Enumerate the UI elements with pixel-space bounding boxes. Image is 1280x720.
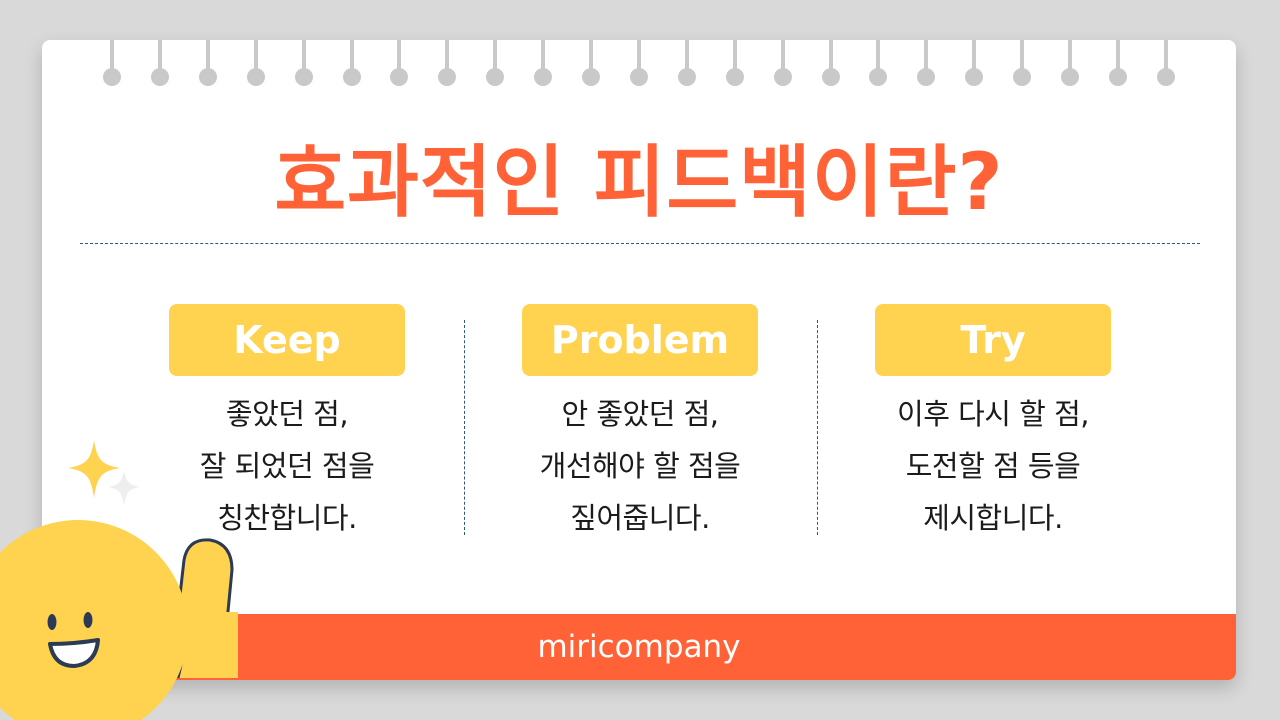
notepad-card: 효과적인 피드백이란? Keep 좋았던 점, 잘 되었던 점을 칭찬합니다. … [42,40,1236,680]
binder-ring [828,40,833,72]
binder-ring [445,40,450,72]
try-badge: Try [875,304,1111,376]
binder-ring [493,40,498,72]
binder-hole [534,68,553,86]
binder-hole [342,68,361,86]
binder-ring [253,40,258,72]
binder-hole [629,68,648,86]
column-try: Try 이후 다시 할 점, 도전할 점 등을 제시합니다. [875,304,1111,544]
binder-ring [684,40,689,72]
binder-hole [1156,68,1175,86]
binder-ring [636,40,641,72]
binder-hole [1013,68,1032,86]
binder-ring [110,40,114,72]
binder-ring [397,40,402,72]
binder-ring [876,40,881,72]
binder-ring [972,40,977,72]
try-description: 이후 다시 할 점, 도전할 점 등을 제시합니다. [897,397,1089,535]
binder-hole [390,68,409,86]
page-title: 효과적인 피드백이란? [274,138,1004,228]
binder-ring [349,40,354,72]
binder-ring [924,40,929,72]
binder-ring [589,40,593,72]
binder-hole [1061,68,1079,86]
column-divider [817,320,818,535]
binder-ring [1020,40,1025,72]
binder-hole [725,68,744,86]
binder-hole [198,68,217,86]
keep-badge: Keep [169,304,405,376]
column-divider [464,320,465,535]
binder-hole [582,68,600,86]
binder-ring [1068,40,1072,72]
title-divider [80,243,1200,244]
column-problem: Problem 안 좋았던 점, 개선해야 할 점을 짚어줍니다. [522,304,758,544]
footer-bar: miricompany [42,614,1236,680]
binder-ring [541,40,546,72]
binder-hole [773,68,792,86]
binder-ring [1163,40,1168,72]
binder-hole [294,68,313,86]
column-keep: Keep 좋았던 점, 잘 되었던 점을 칭찬합니다. [169,304,405,544]
binder-hole [869,68,888,86]
binder-ring [157,40,162,72]
binder-hole [438,68,457,86]
binder-ring [780,40,785,72]
brand-name: miricompany [537,629,741,665]
binder-hole [917,68,936,86]
keep-description: 좋았던 점, 잘 되었던 점을 칭찬합니다. [199,397,375,535]
mascot-character [0,520,238,720]
binder-hole [965,68,984,86]
sparkle-icon [68,440,140,506]
binder-hole [150,68,169,86]
binder-hole [103,68,121,86]
binder-hole [246,68,265,86]
binder-hole [821,68,840,86]
binder-ring [205,40,210,72]
problem-description: 안 좋았던 점, 개선해야 할 점을 짚어줍니다. [539,397,741,535]
binder-hole [677,68,696,86]
binder-ring [732,40,737,72]
binder-hole [486,68,505,86]
binder-hole [1108,68,1127,86]
binder-ring [1115,40,1120,72]
binder-ring [301,40,306,72]
problem-badge: Problem [522,304,758,376]
